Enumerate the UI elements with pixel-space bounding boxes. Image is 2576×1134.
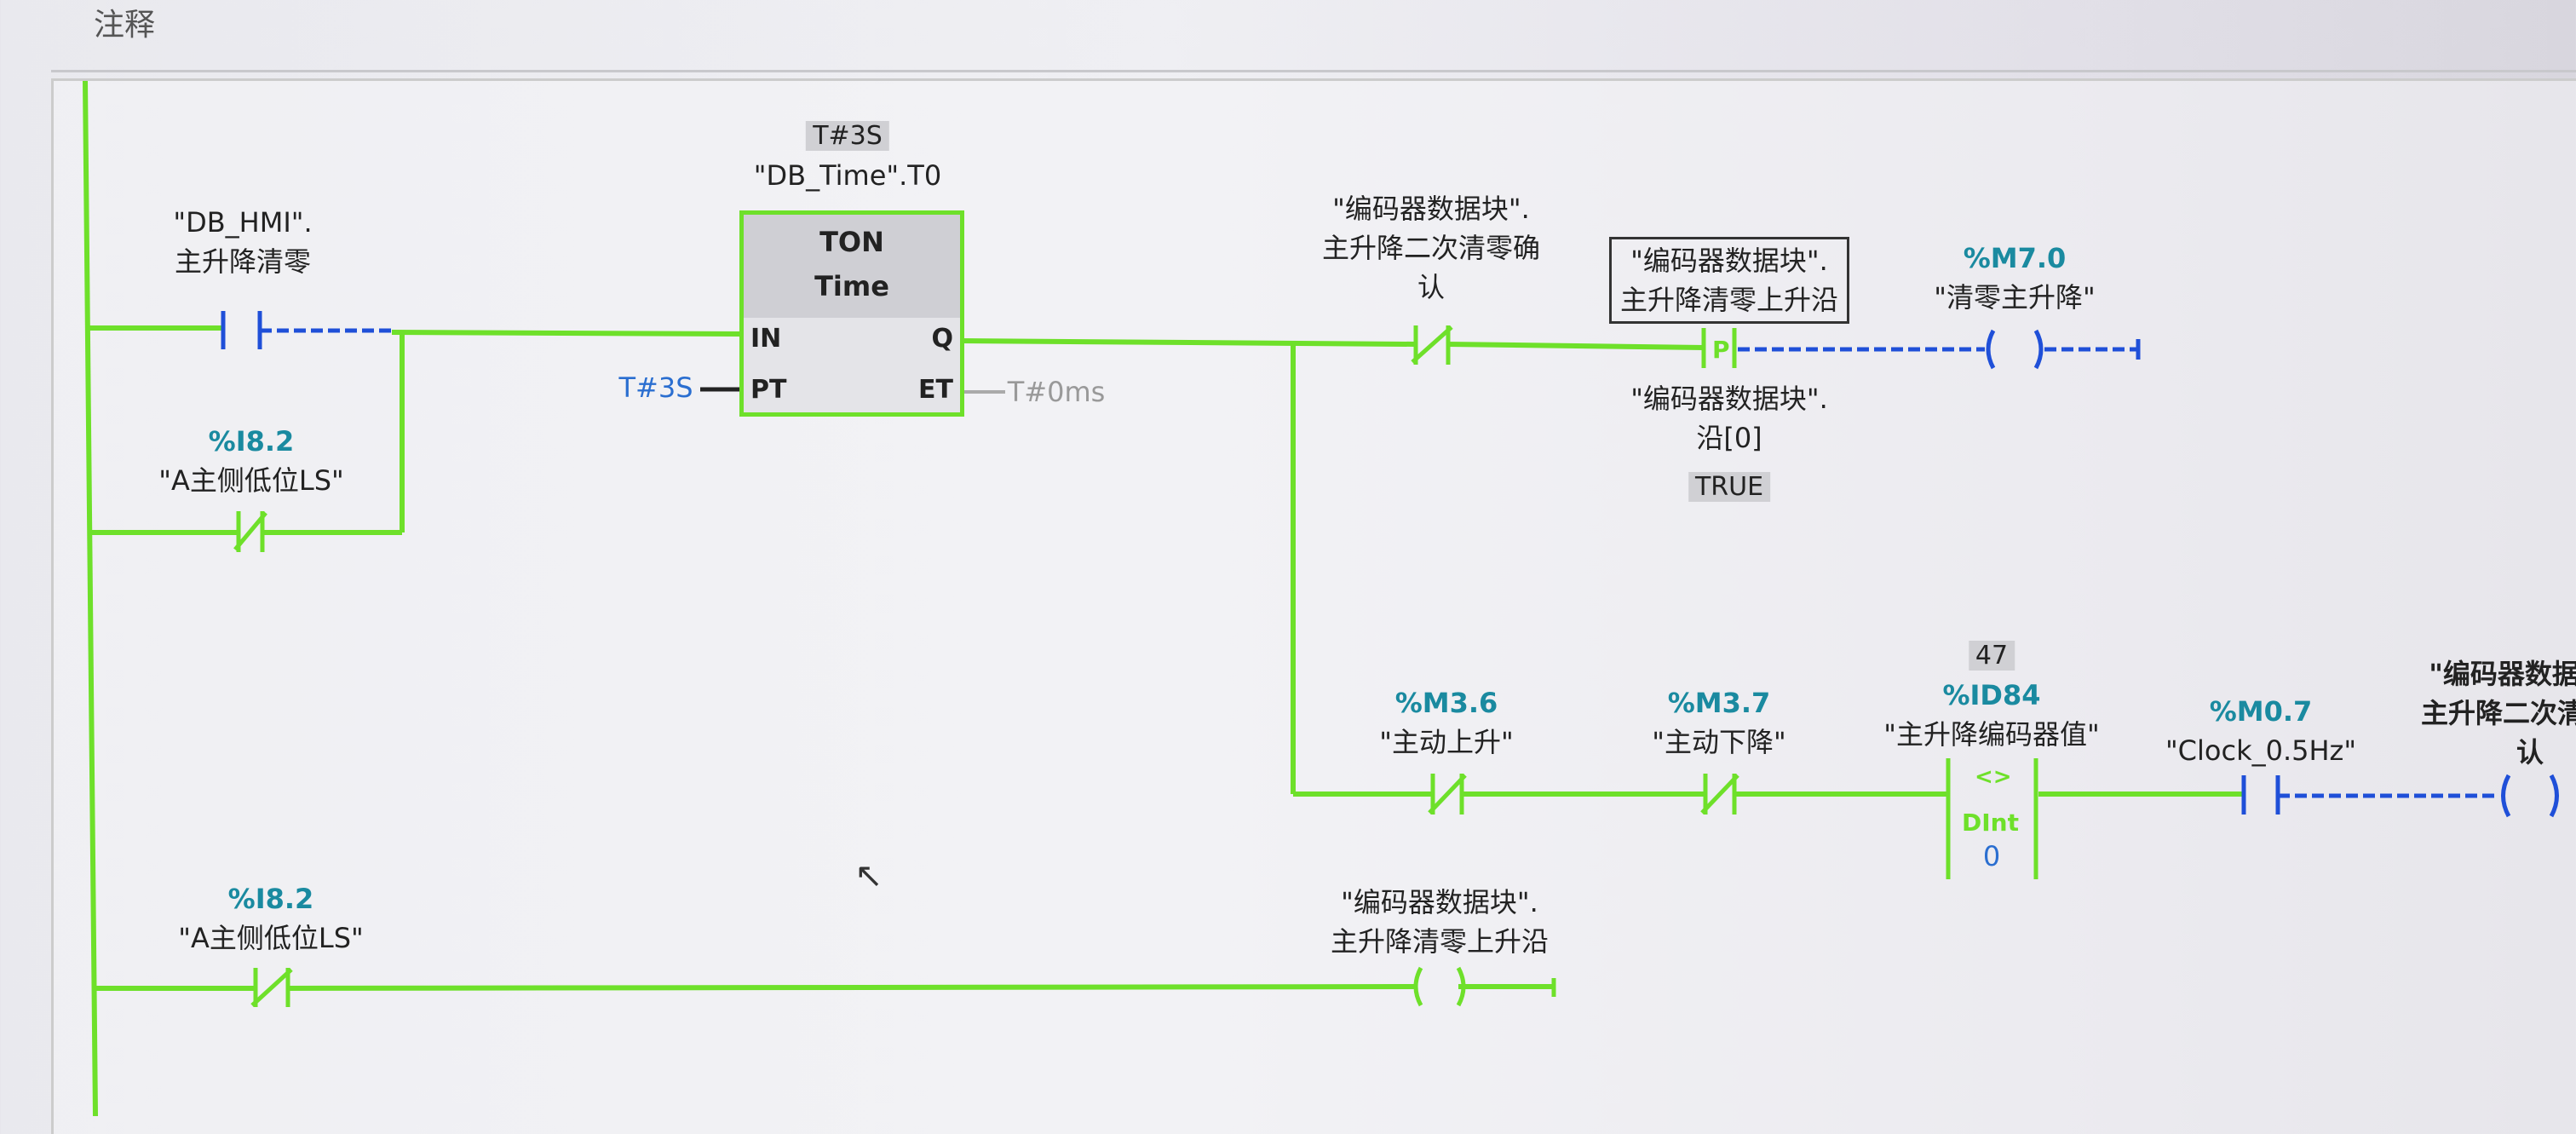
pin-pt: PT	[750, 375, 787, 405]
timer-header: T#3S "DB_Time".T0	[754, 115, 941, 195]
pin-et: ET	[918, 375, 953, 405]
operand-name: 主升降清零上升沿	[1619, 284, 1839, 316]
power-rail	[83, 80, 98, 1117]
edge-db: "编码器数据块".	[1630, 383, 1828, 415]
operand-name: 主升降清零上升沿	[1330, 925, 1550, 958]
operand-name: "主动上升"	[1379, 726, 1514, 758]
contact-confirm-label[interactable]: "编码器数据块". 主升降二次清零确 认	[1322, 189, 1540, 307]
divider	[51, 70, 2576, 72]
edge-monitor-value: TRUE	[1688, 472, 1771, 502]
mouse-cursor-icon: ↖	[854, 856, 883, 895]
timer-subtype: Time	[814, 270, 889, 302]
operand-db: "编码器数据块".	[2429, 658, 2576, 690]
ton-timer-block[interactable]: TON Time IN Q PT ET	[739, 210, 964, 417]
coil-rung3-label[interactable]: "编码器数据块". 主升降清零上升沿	[1331, 883, 1549, 961]
operand-name: "A主侧低位LS"	[158, 464, 344, 497]
operand-name: "主升降编码器值"	[1883, 718, 2100, 751]
timer-monitor-value: T#3S	[806, 121, 889, 151]
pin-q: Q	[931, 324, 953, 354]
timer-instance[interactable]: "DB_Time".T0	[753, 159, 942, 192]
operand-address: %M7.0	[1963, 242, 2067, 274]
contact-no-m07	[2241, 774, 2559, 818]
operand-address: %M3.7	[1667, 687, 1771, 719]
operand-name: 主升降清零	[174, 245, 311, 278]
contact-nc-m37	[1700, 774, 1739, 815]
network-panel	[51, 78, 2576, 1134]
coil-m70	[1738, 329, 2141, 370]
comment-header: 注释	[94, 8, 156, 43]
operand-address: %M3.6	[1394, 687, 1498, 719]
coil-m70-label[interactable]: %M7.0 "清零主升降"	[1934, 239, 2095, 317]
pin-in: IN	[750, 324, 782, 354]
contact-nc-i82	[233, 511, 267, 552]
contact-nc-confirm	[1411, 325, 1453, 365]
compare-monitor-value: 47	[1968, 641, 2015, 671]
compare-op: <>	[1975, 764, 2012, 790]
operand-db: "编码器数据块".	[1341, 886, 1538, 918]
operand-db: "DB_HMI".	[173, 206, 313, 239]
operand-name: "主动下降"	[1652, 726, 1786, 758]
operand-address: %I8.2	[227, 883, 314, 915]
contact-m37-label[interactable]: %M3.7 "主动下降"	[1652, 683, 1785, 762]
operand-name: 主升降二次清零确	[2420, 697, 2576, 729]
edge-bit: 沿[0]	[1696, 422, 1762, 454]
p-contact-label[interactable]: "编码器数据块". 主升降清零上升沿	[1608, 237, 1850, 324]
operand-name: "A主侧低位LS"	[178, 922, 364, 954]
operand-address: %M0.7	[2209, 695, 2313, 728]
coil-rung3	[1413, 966, 1556, 1007]
operand-address: %ID84	[1942, 679, 2041, 711]
operand-name-cont: 认	[1417, 271, 1446, 303]
operand-db: "编码器数据块".	[1630, 245, 1828, 277]
p-contact-edge-label[interactable]: "编码器数据块". 沿[0] TRUE	[1630, 379, 1828, 507]
p-symbol: P	[1712, 336, 1730, 364]
timer-type: TON	[819, 226, 884, 258]
contact-i82-rung3-label[interactable]: %I8.2 "A主侧低位LS"	[178, 879, 363, 958]
compare-operand2[interactable]: 0	[1982, 840, 2001, 872]
contact-i82-label[interactable]: %I8.2 "A主侧低位LS"	[158, 422, 343, 500]
operand-name: 主升降二次清零确	[1321, 232, 1541, 264]
contact-db-hmi-label[interactable]: "DB_HMI". 主升降清零	[173, 203, 312, 281]
operand-address: %I8.2	[208, 425, 295, 458]
compare-contact	[1946, 758, 2038, 879]
compare-type: DInt	[1962, 809, 2019, 837]
operand-name: "清零主升降"	[1934, 281, 2096, 314]
contact-db-hmi	[221, 311, 392, 349]
operand-db: "编码器数据块".	[1332, 193, 1530, 225]
contact-m07-label[interactable]: %M0.7 "Clock_0.5Hz"	[2165, 692, 2356, 770]
contact-m36-label[interactable]: %M3.6 "主动上升"	[1379, 683, 1513, 762]
operand-name-cont: 认	[2516, 736, 2544, 768]
p-contact	[1701, 328, 1737, 368]
et-value[interactable]: T#0ms	[1007, 376, 1106, 408]
operand-name: "Clock_0.5Hz"	[2165, 734, 2357, 767]
contact-nc-i82-rung3	[250, 968, 293, 1007]
pt-value[interactable]: T#3S	[618, 371, 693, 404]
compare-label[interactable]: 47 %ID84 "主升降编码器值"	[1883, 635, 2100, 754]
coil-confirm-label[interactable]: "编码器数据块". 主升降二次清零确 认	[2421, 654, 2576, 772]
contact-nc-m36	[1428, 774, 1467, 815]
